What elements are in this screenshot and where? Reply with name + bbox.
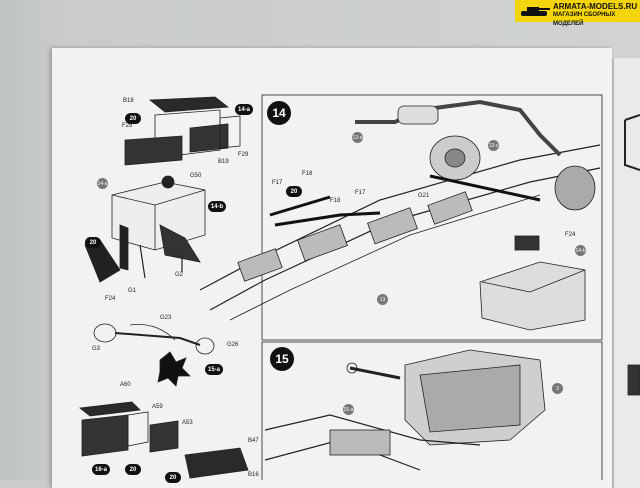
part-label: G50 (190, 173, 202, 179)
part-label: F18 (330, 198, 341, 204)
watermark: ARMATA-MODELS.RU МАГАЗИН СБОРНЫХ МОДЕЛЕЙ (515, 0, 640, 27)
part-label: B16 (248, 472, 259, 478)
part-label: F24 (565, 232, 576, 238)
step-number-14: 14 (267, 101, 291, 125)
glue-badge-5: 20 (165, 472, 181, 483)
substep-16a: 16-a (92, 464, 110, 475)
part-label: F17 (355, 190, 366, 196)
callout-15a: 15-a (343, 404, 354, 415)
part-label: G2 (175, 272, 184, 278)
part-label: A53 (182, 420, 193, 426)
glue-badge-1: 20 (125, 113, 141, 124)
glue-badge-4: 20 (125, 464, 141, 475)
part-label: A60 (120, 382, 131, 388)
substep-14a: 14-a (235, 104, 253, 115)
callout-14b: 14-b (575, 245, 586, 256)
callout-13a: 13-a (352, 132, 363, 143)
substep-15a: 15-a (205, 364, 223, 375)
part-label: G1 (128, 288, 137, 294)
substep-14b: 14-b (208, 201, 226, 212)
watermark-subtitle: МАГАЗИН СБОРНЫХ МОДЕЛЕЙ (553, 12, 616, 27)
callout-13c: 13-c (488, 140, 499, 151)
part-label: G21 (418, 193, 430, 199)
part-label: A59 (152, 404, 163, 410)
callout-14a: 14-a (97, 178, 108, 189)
step-number-15: 15 (270, 347, 294, 371)
part-label: F17 (272, 180, 283, 186)
callout-13: 13 (377, 294, 388, 305)
callout-3: 3 (552, 383, 563, 394)
glue-badge-3: 20 (286, 186, 302, 197)
part-label: F18 (302, 171, 313, 177)
watermark-title: ARMATA-MODELS.RU (553, 2, 638, 11)
part-label: F29 (122, 123, 133, 129)
part-label: B19 (218, 159, 229, 165)
tank-icon (521, 7, 550, 16)
part-label: B47 (248, 438, 259, 444)
part-label: G23 (160, 315, 172, 321)
part-label: G26 (227, 342, 239, 348)
part-label: F29 (238, 152, 249, 158)
part-label: F24 (105, 296, 116, 302)
glue-badge-2: 20 (85, 237, 101, 248)
part-label: B18 (123, 98, 134, 104)
part-label: G3 (92, 346, 101, 352)
